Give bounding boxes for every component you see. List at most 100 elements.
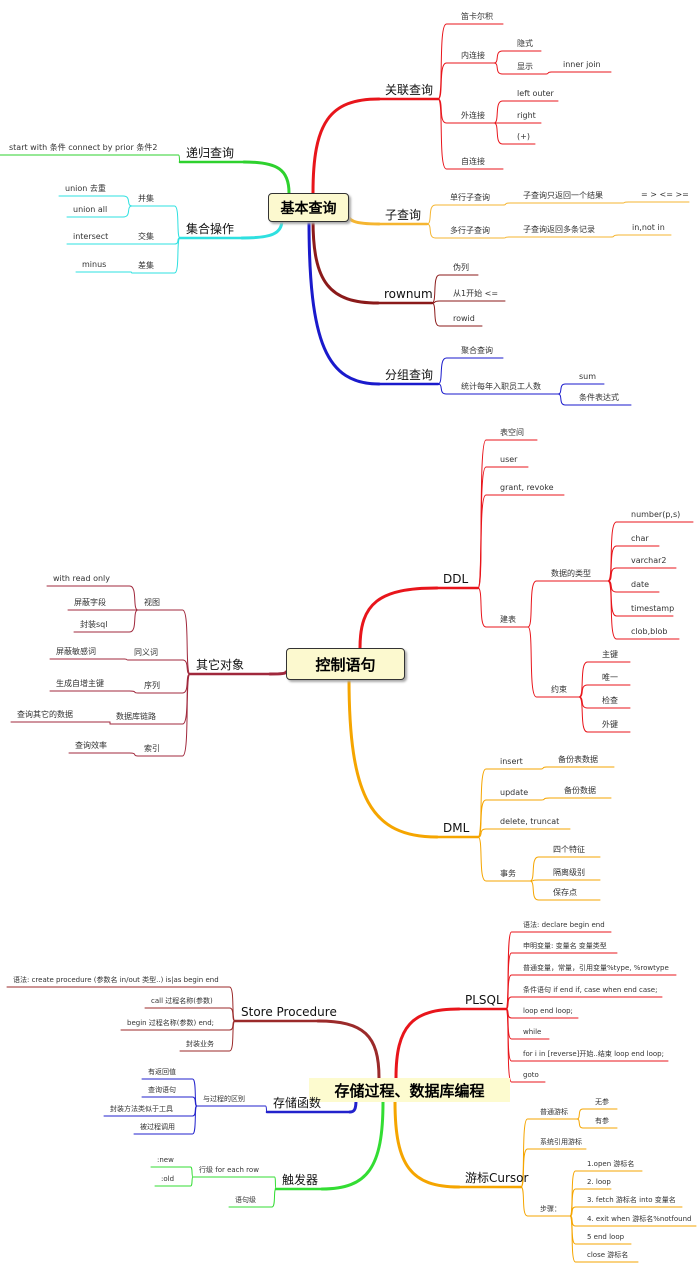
center-node-control-statements[interactable]: 控制语句 [286,648,405,680]
subtopic[interactable]: 屏蔽字段 [74,598,106,607]
main-topic[interactable]: 分组查询 [385,368,434,382]
center-node-basic-query[interactable]: 基本查询 [268,193,349,222]
subtopic[interactable]: 无参 [595,1098,609,1106]
subtopic[interactable]: delete, truncat [500,817,560,826]
subtopic[interactable]: 语法: declare begin end [523,921,605,929]
subtopic[interactable]: 语句级 [235,1196,256,1204]
subtopic[interactable]: 外连接 [461,111,485,120]
subtopic[interactable]: = > <= >= [641,190,689,199]
main-topic[interactable]: Store Procedure [241,1005,337,1019]
subtopic[interactable]: right [517,111,536,120]
main-topic[interactable]: rownum [384,287,433,301]
main-topic[interactable]: DML [443,821,470,835]
subtopic[interactable]: start with 条件 connect by prior 条件2 [9,143,158,152]
subtopic[interactable]: call 过程名称(参数) [151,997,213,1005]
subtopic[interactable]: 隐式 [517,39,533,48]
subtopic[interactable]: date [631,580,650,589]
subtopic[interactable]: 封装业务 [186,1040,214,1048]
subtopic[interactable]: 主键 [602,650,618,659]
subtopic[interactable]: 条件语句 if end if, case when end case; [523,986,658,994]
subtopic[interactable]: 查询其它的数据 [17,710,73,719]
subtopic[interactable]: begin 过程名称(参数) end; [127,1019,215,1027]
subtopic[interactable]: 备份表数据 [558,755,598,764]
subtopic[interactable]: user [500,455,518,464]
subtopic[interactable]: 保存点 [553,888,577,897]
subtopic[interactable]: 封装sql [80,620,108,629]
subtopic[interactable]: while [523,1028,542,1036]
subtopic[interactable]: 申明变量: 变量名 变量类型 [523,942,607,950]
subtopic[interactable]: 视图 [144,598,160,607]
subtopic[interactable]: 查询语句 [148,1086,176,1094]
subtopic[interactable]: 5 end loop [587,1233,625,1241]
subtopic[interactable]: 查询效率 [75,741,107,750]
subtopic[interactable]: 备份数据 [564,786,596,795]
subtopic[interactable]: 单行子查询 [450,193,490,202]
subtopic[interactable]: 生成自增主键 [56,679,104,688]
subtopic[interactable]: 聚合查询 [461,346,493,355]
subtopic[interactable]: 条件表达式 [579,393,619,402]
subtopic[interactable]: update [500,788,529,797]
subtopic[interactable]: (+) [517,132,530,141]
subtopic[interactable]: 内连接 [461,51,485,60]
subtopic[interactable]: left outer [517,89,554,98]
subtopic[interactable]: 与过程的区别 [203,1095,245,1103]
main-topic[interactable]: 子查询 [385,208,422,222]
subtopic[interactable]: grant, revoke [500,483,554,492]
subtopic[interactable]: 4. exit when 游标名%notfound [587,1215,692,1223]
subtopic[interactable]: 差集 [138,261,154,270]
subtopic[interactable]: 显示 [517,62,533,71]
subtopic[interactable]: 统计每年入职员工人数 [461,382,541,391]
subtopic[interactable]: number(p,s) [631,510,681,519]
subtopic[interactable]: 索引 [144,744,160,753]
subtopic[interactable]: char [631,534,649,543]
subtopic[interactable]: loop end loop; [523,1007,573,1015]
main-topic[interactable]: 游标Cursor [465,1171,529,1185]
subtopic[interactable]: 自连接 [461,157,485,166]
subtopic[interactable]: 行级 for each row [199,1166,259,1174]
main-topic[interactable]: PLSQL [465,993,503,1007]
subtopic[interactable]: 2. loop [587,1178,611,1186]
subtopic[interactable]: close 游标名 [587,1251,629,1259]
subtopic[interactable]: varchar2 [631,556,667,565]
subtopic[interactable]: 四个特征 [553,845,585,854]
subtopic[interactable]: 普通变量，常量，引用变量%type, %rowtype [523,964,669,972]
subtopic[interactable]: :new [157,1156,174,1164]
subtopic[interactable]: 数据的类型 [551,569,591,578]
subtopic[interactable]: 并集 [138,194,154,203]
subtopic[interactable]: 建表 [500,615,516,624]
subtopic[interactable]: 唯一 [602,673,618,682]
subtopic[interactable]: 隔离级别 [553,868,585,877]
subtopic[interactable]: for i in [reverse]开始..结束 loop end loop; [523,1050,664,1058]
subtopic[interactable]: timestamp [631,604,675,613]
subtopic[interactable]: 有参 [595,1117,609,1125]
subtopic[interactable]: intersect [73,232,109,241]
subtopic[interactable]: 事务 [500,869,516,878]
subtopic[interactable]: 表空间 [500,428,524,437]
subtopic[interactable]: 1.open 游标名 [587,1160,635,1168]
subtopic[interactable]: :old [161,1175,175,1183]
subtopic[interactable]: 笛卡尔积 [461,12,493,21]
subtopic[interactable]: goto [523,1071,539,1079]
subtopic[interactable]: 普通游标 [540,1108,568,1116]
main-topic[interactable]: 触发器 [282,1173,319,1187]
subtopic[interactable]: 子查询只返回一个结果 [523,191,603,200]
subtopic[interactable]: 交集 [138,232,154,241]
main-topic[interactable]: 递归查询 [186,146,235,160]
subtopic[interactable]: union 去重 [65,184,106,193]
subtopic[interactable]: 从1开始 <= [453,289,499,298]
subtopic[interactable]: 语法: create procedure (参数名 in/out 类型..) i… [13,976,219,984]
main-topic[interactable]: 关联查询 [385,83,434,97]
subtopic[interactable]: 子查询返回多条记录 [523,225,595,234]
subtopic[interactable]: in,not in [632,223,665,232]
subtopic[interactable]: 多行子查询 [450,226,490,235]
subtopic[interactable]: 步骤： [540,1205,561,1213]
subtopic[interactable]: 约束 [551,685,567,694]
subtopic[interactable]: 检查 [602,696,618,705]
subtopic[interactable]: 封装方法类似于工具 [110,1105,173,1113]
subtopic[interactable]: rowid [453,314,475,323]
subtopic[interactable]: 屏蔽敏感词 [56,647,96,656]
subtopic[interactable]: 有返回值 [148,1068,176,1076]
subtopic[interactable]: 3. fetch 游标名 into 变量名 [587,1196,676,1204]
subtopic[interactable]: 系统引用游标 [540,1138,582,1146]
subtopic[interactable]: insert [500,757,523,766]
